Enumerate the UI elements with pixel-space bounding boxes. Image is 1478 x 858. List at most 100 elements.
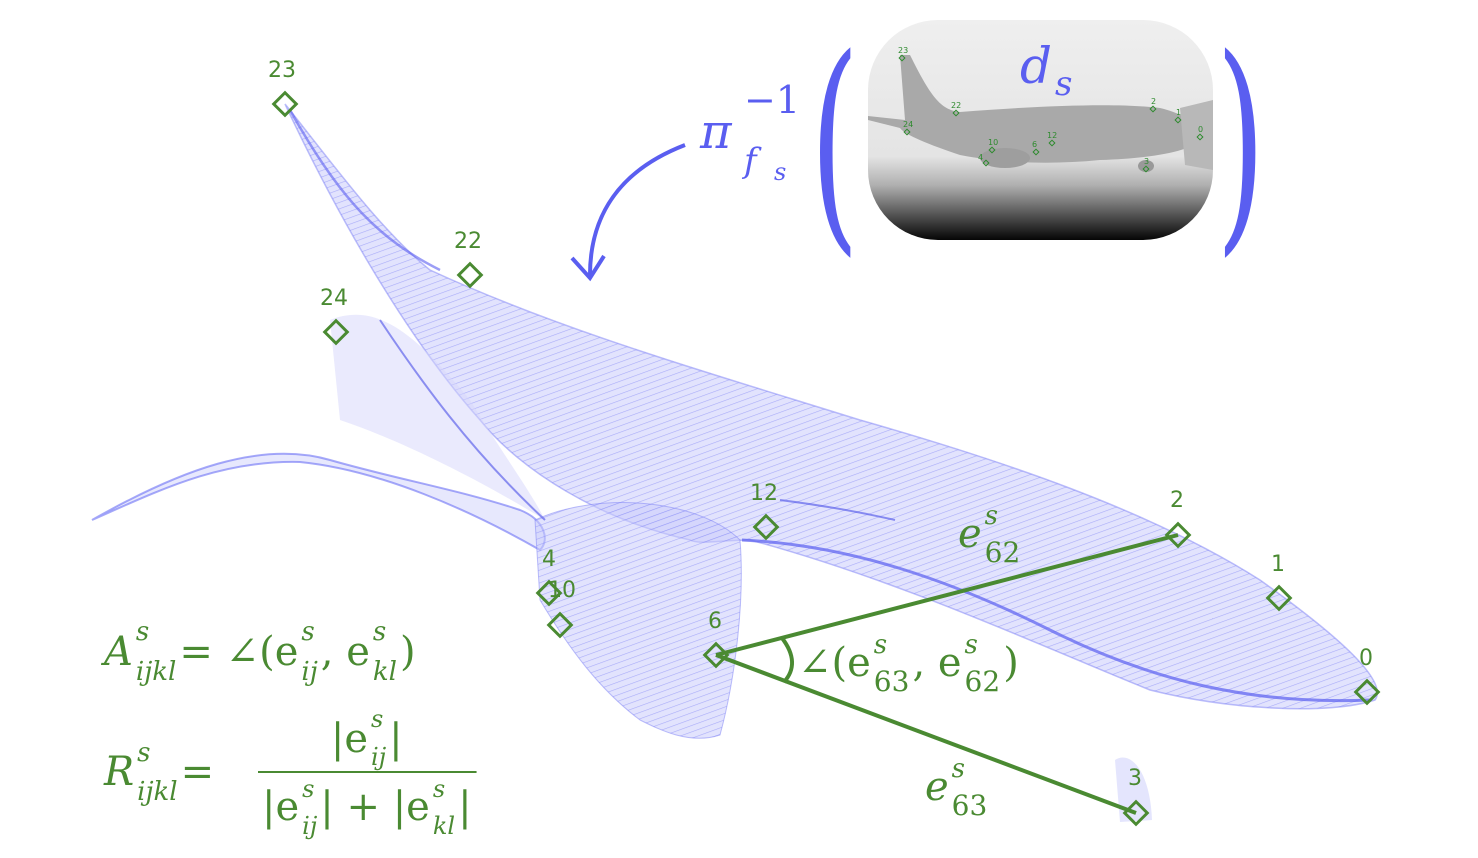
inset-keypoint-2: 2 xyxy=(1149,97,1157,113)
svg-text:, e: , e xyxy=(912,640,961,686)
svg-text:24: 24 xyxy=(320,286,348,311)
inset-keypoint-3: 3 xyxy=(1142,157,1150,173)
svg-text:4: 4 xyxy=(978,153,983,162)
projection-arrow xyxy=(588,143,686,276)
svg-text:10: 10 xyxy=(548,578,576,603)
svg-text:4: 4 xyxy=(542,547,556,572)
svg-text:1: 1 xyxy=(1271,552,1285,577)
formula-ratio-R: R s ijkl = |e s ij | |e s ij | + |e s kl… xyxy=(103,705,477,840)
inset-keypoint-10: 10 xyxy=(988,138,998,154)
svg-text:e: e xyxy=(925,764,949,810)
svg-text:d: d xyxy=(1020,37,1052,95)
svg-text:= ∠(e: = ∠(e xyxy=(179,629,298,675)
svg-text:s: s xyxy=(371,705,383,733)
left-engine-cloud xyxy=(534,502,742,739)
svg-text:0: 0 xyxy=(1359,646,1373,671)
svg-text:s: s xyxy=(874,630,887,660)
svg-text:23: 23 xyxy=(268,58,296,83)
nose-gear-cloud xyxy=(1115,757,1152,822)
svg-text:s: s xyxy=(373,617,386,647)
svg-text:R: R xyxy=(103,749,134,795)
svg-text:s: s xyxy=(136,617,149,647)
pi-subscript-f: f xyxy=(741,141,762,181)
svg-text:12: 12 xyxy=(1047,131,1057,140)
edge-label-e63: e s 63 xyxy=(925,754,987,822)
svg-text:s: s xyxy=(302,775,314,803)
svg-text:s: s xyxy=(137,738,150,768)
pi-superscript: −1 xyxy=(744,78,800,122)
keypoint-24: 24 xyxy=(320,286,350,346)
arrow-head-icon xyxy=(570,254,606,282)
inset-keypoint-12: 12 xyxy=(1047,131,1057,147)
svg-text:kl: kl xyxy=(433,812,455,840)
open-paren: ( xyxy=(810,9,859,277)
svg-text:ijkl: ijkl xyxy=(136,657,176,687)
inset-keypoints: 23 22 24 10 4 6 12 2 1 0 3 xyxy=(898,46,1204,173)
svg-text:10: 10 xyxy=(988,138,998,147)
svg-text:3: 3 xyxy=(1128,766,1142,791)
svg-text:6: 6 xyxy=(708,609,722,634)
wing-root-cloud xyxy=(330,314,545,520)
inset-keypoint-24: 24 xyxy=(903,120,913,136)
keypoint-0: 0 xyxy=(1353,646,1381,706)
angle-arc xyxy=(780,636,794,684)
svg-text:6: 6 xyxy=(1032,140,1037,149)
svg-text:): ) xyxy=(400,629,416,675)
svg-text:A: A xyxy=(100,629,133,675)
pi-symbol: π xyxy=(699,104,733,160)
svg-text:2: 2 xyxy=(1170,488,1184,513)
keypoint-2: 2 xyxy=(1164,488,1192,549)
formula-R-numerator: |e s ij | xyxy=(331,705,403,771)
svg-text:e: e xyxy=(958,511,982,557)
svg-text:∠(e: ∠(e xyxy=(798,640,871,686)
airplane-point-cloud xyxy=(91,103,1378,822)
svg-text:ij: ij xyxy=(301,657,317,687)
inset-keypoint-23: 23 xyxy=(898,46,908,62)
fuselage-underline xyxy=(741,538,1371,703)
inset-airplane xyxy=(868,55,1203,163)
svg-text:23: 23 xyxy=(898,46,908,55)
keypoint-6: 6 xyxy=(702,609,730,669)
svg-text:s: s xyxy=(952,754,965,784)
keypoint-4: 4 xyxy=(535,547,563,607)
inset-keypoint-0: 0 xyxy=(1196,125,1204,141)
svg-text:s: s xyxy=(985,501,998,531)
inset-keypoint-22: 22 xyxy=(951,101,961,117)
svg-text:63: 63 xyxy=(952,789,988,822)
svg-text:3: 3 xyxy=(1144,157,1149,166)
depth-map-inset xyxy=(868,20,1213,240)
svg-text:=: = xyxy=(181,749,215,795)
fuselage-cloud xyxy=(284,103,1378,710)
inset-keypoint-6: 6 xyxy=(1032,140,1040,156)
edge-label-e62: e s 62 xyxy=(958,501,1020,569)
svg-text:22: 22 xyxy=(454,229,482,254)
formula-R-lhs: R s ijkl = xyxy=(103,738,214,807)
svg-text:s: s xyxy=(965,630,978,660)
svg-text:s: s xyxy=(1055,64,1072,104)
inset-depth-label: d s xyxy=(1020,37,1072,104)
svg-text:63: 63 xyxy=(874,665,910,698)
keypoint-22: 22 xyxy=(454,229,484,289)
keypoint-23: 23 xyxy=(268,58,299,118)
svg-text:ij: ij xyxy=(371,743,387,771)
wing-edge xyxy=(379,319,546,521)
tail-edge xyxy=(288,109,441,272)
svg-text:62: 62 xyxy=(985,536,1021,569)
svg-text:ij: ij xyxy=(302,812,318,840)
close-paren: ) xyxy=(1216,9,1265,277)
keypoint-1: 1 xyxy=(1265,552,1293,612)
svg-text:22: 22 xyxy=(951,101,961,110)
svg-text:0: 0 xyxy=(1198,125,1203,134)
svg-text:12: 12 xyxy=(750,481,778,506)
inset-keypoint-4: 4 xyxy=(978,153,990,167)
formula-angle-A: A s ijkl = ∠(e s ij , e s kl ) xyxy=(100,617,416,687)
edge-6-2 xyxy=(715,533,1179,657)
svg-text:62: 62 xyxy=(965,665,1001,698)
svg-text:ijkl: ijkl xyxy=(137,777,177,807)
svg-text:kl: kl xyxy=(373,657,397,687)
flap-line xyxy=(779,499,896,521)
formula-R-denominator: |e s ij | + |e s kl | xyxy=(262,775,472,840)
svg-text:s: s xyxy=(433,775,445,803)
